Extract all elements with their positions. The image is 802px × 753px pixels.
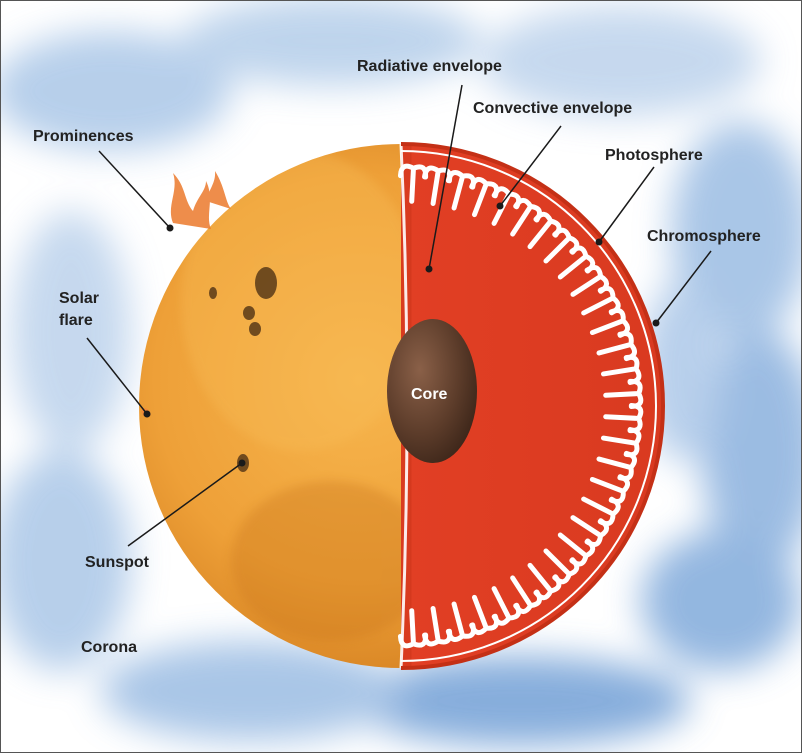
radiative-envelope-label: Radiative envelope: [357, 57, 502, 76]
prominences-label: Prominences: [33, 127, 133, 146]
core-label: Core: [411, 385, 447, 404]
chromosphere-label: Chromosphere: [647, 227, 761, 246]
corona-label: Corona: [81, 638, 137, 657]
prominences-leader: [99, 151, 170, 228]
sunspot-label: Sunspot: [85, 553, 149, 572]
photosphere-leader: [599, 167, 654, 242]
solar-flare-label-line2: flare: [59, 311, 93, 330]
convective-envelope-label: Convective envelope: [473, 99, 632, 118]
photosphere-label: Photosphere: [605, 146, 703, 165]
solar-flare-label-line1: Solar: [59, 289, 99, 308]
